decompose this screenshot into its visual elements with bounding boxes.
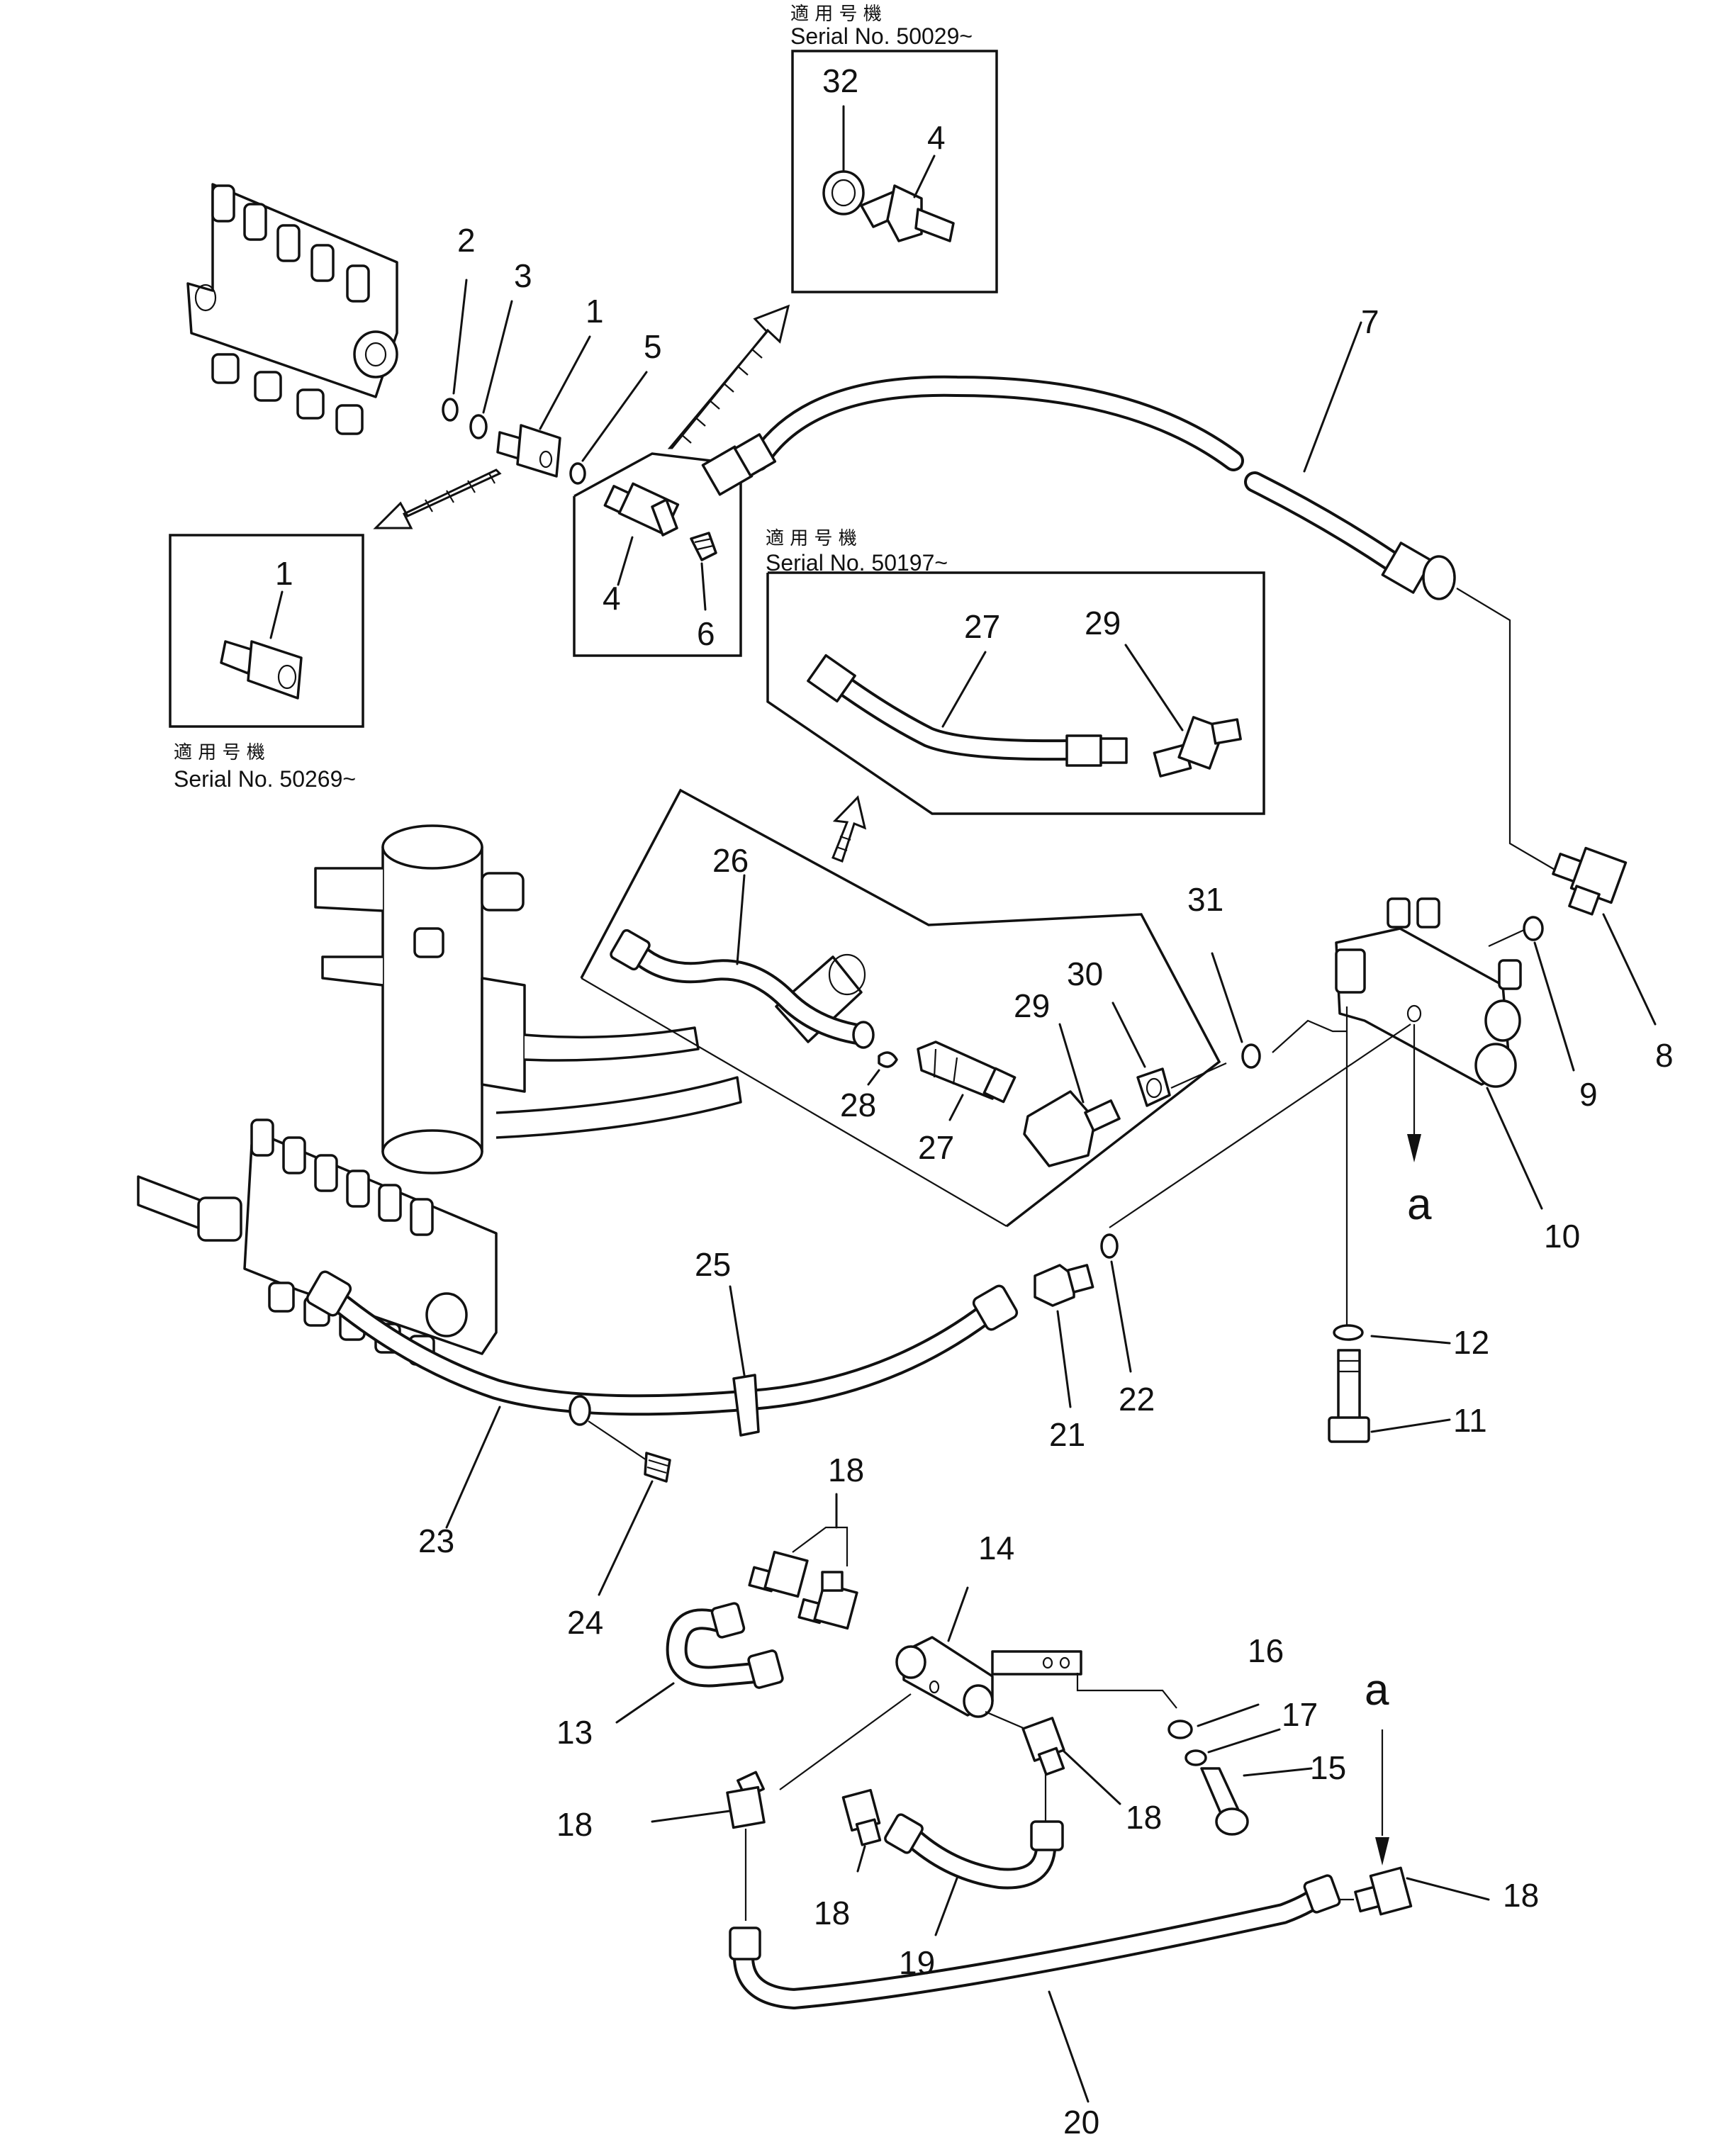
callout-13: 13 [556,1714,593,1751]
callout-26: 26 [712,842,749,879]
part-1-adapter [496,424,561,478]
callout-1: 1 [586,293,604,330]
part-22-o-ring [1100,1233,1119,1259]
callout-4: 4 [603,580,621,617]
callout-10: 10 [1544,1218,1580,1255]
serial-note-jp-50029: 適 用 号 機 [790,4,882,25]
callout-21: 21 [1049,1416,1085,1453]
part-17-washer [1185,1749,1207,1766]
part-18-tee-right [1354,1866,1413,1916]
part-1-adapter-inset [220,640,303,700]
callout-27-inset: 27 [964,608,1000,645]
callout-a-target: a [1365,1666,1389,1715]
inset-serial-50269: 適 用 号 機 Serial No. 50269~ [169,534,364,792]
callout-18-lower: 18 [814,1895,850,1931]
part-24-plug [644,1452,671,1483]
inset-serial-50197: 適 用 号 機 Serial No. 50197~ [766,528,1265,815]
callout-18-top: 18 [828,1452,864,1488]
callout-24: 24 [567,1604,603,1641]
part-2-o-ring [442,398,459,422]
serial-note-jp-50269: 適 用 号 機 [174,742,265,763]
serial-note-jp-50197: 適 用 号 機 [766,528,857,549]
part-11-bolt [1328,1349,1370,1443]
callout-32: 32 [822,62,858,99]
callout-27: 27 [918,1129,954,1166]
callout-a-arrow: a [1407,1180,1432,1229]
callout-7: 7 [1361,303,1379,340]
callout-16: 16 [1248,1632,1284,1669]
part-19-tube [884,1813,1064,1890]
arrow-to-serial-50197 [831,795,867,863]
callout-17: 17 [1282,1696,1318,1733]
callout-14: 14 [978,1530,1014,1566]
part-28-clip [878,1051,898,1068]
part-18-elbow-right [1021,1717,1065,1776]
part-18-tee-upper [797,1571,858,1630]
part-13-u-tube [666,1602,784,1689]
part-5-o-ring [569,462,586,485]
part-16-washer [1167,1720,1193,1739]
part-31-o-ring [1241,1043,1261,1069]
part-8-elbow [1552,846,1628,916]
part-10-valve-block [1335,897,1522,1088]
part-4-elbow-inset [860,184,955,242]
inset-parts-4-6 [573,452,742,657]
callout-2: 2 [457,222,476,259]
callout-6: 6 [697,615,715,652]
inset-serial-50029: 適 用 号 機 Serial No. 50029~ [790,4,998,293]
serial-note-50197: Serial No. 50197~ [766,550,948,576]
part-14-valve [895,1636,1082,1718]
part-26-tube [610,929,875,1049]
control-valve-upper [186,183,398,435]
callout-15: 15 [1310,1749,1346,1786]
part-32-plug [822,170,865,215]
callout-30: 30 [1067,955,1103,992]
part-3-o-ring [469,414,488,439]
part-18-elbow-upper-left [748,1550,809,1598]
callout-19: 19 [899,1944,935,1981]
part-12-washer [1333,1324,1364,1341]
callout-28: 28 [840,1087,876,1123]
part-7-hose [701,375,1456,600]
callout-22: 22 [1119,1381,1155,1418]
part-9-o-ring [1523,916,1544,941]
arrow-to-serial-50269 [373,469,502,529]
callout-1-inset: 1 [275,555,293,592]
part-29-elbow [1023,1090,1121,1167]
callout-labels: 2 3 1 5 32 4 4 6 7 1 27 29 26 31 30 29 2… [275,62,1674,2137]
callout-20: 20 [1063,2104,1099,2137]
callout-18-left: 18 [556,1806,593,1843]
callout-31: 31 [1187,881,1223,918]
part-15-bolt [1200,1767,1249,1836]
callout-18-right: 18 [1126,1799,1162,1836]
arrow-to-serial-50029 [667,304,790,449]
serial-note-50029: Serial No. 50029~ [790,23,973,49]
part-30-nut [1136,1067,1171,1107]
part-18-elbow-left [726,1771,766,1829]
callout-11: 11 [1453,1402,1487,1439]
part-18-elbow-lower [841,1788,882,1846]
callout-12: 12 [1453,1324,1489,1361]
callout-25: 25 [695,1246,731,1283]
callout-8: 8 [1655,1037,1674,1074]
part-29-elbow-inset [1153,716,1242,778]
part-20-tube [729,1874,1341,2010]
part-4-elbow [603,482,680,537]
callout-29-inset: 29 [1085,605,1121,641]
part-27-connector [917,1041,1017,1104]
part-23-hose [306,1270,1019,1426]
callout-4-inset: 4 [927,119,946,156]
callout-5: 5 [644,328,662,365]
callout-23: 23 [418,1522,454,1559]
callout-18-far-right: 18 [1503,1877,1539,1914]
serial-note-50269: Serial No. 50269~ [174,766,356,792]
part-6-plug [690,532,717,561]
steering-column [314,824,866,1174]
callout-3: 3 [514,257,532,294]
part-21-adapter [1034,1264,1094,1307]
callout-29: 29 [1014,987,1050,1024]
callout-9: 9 [1579,1076,1598,1113]
part-25-clamp [732,1374,760,1437]
